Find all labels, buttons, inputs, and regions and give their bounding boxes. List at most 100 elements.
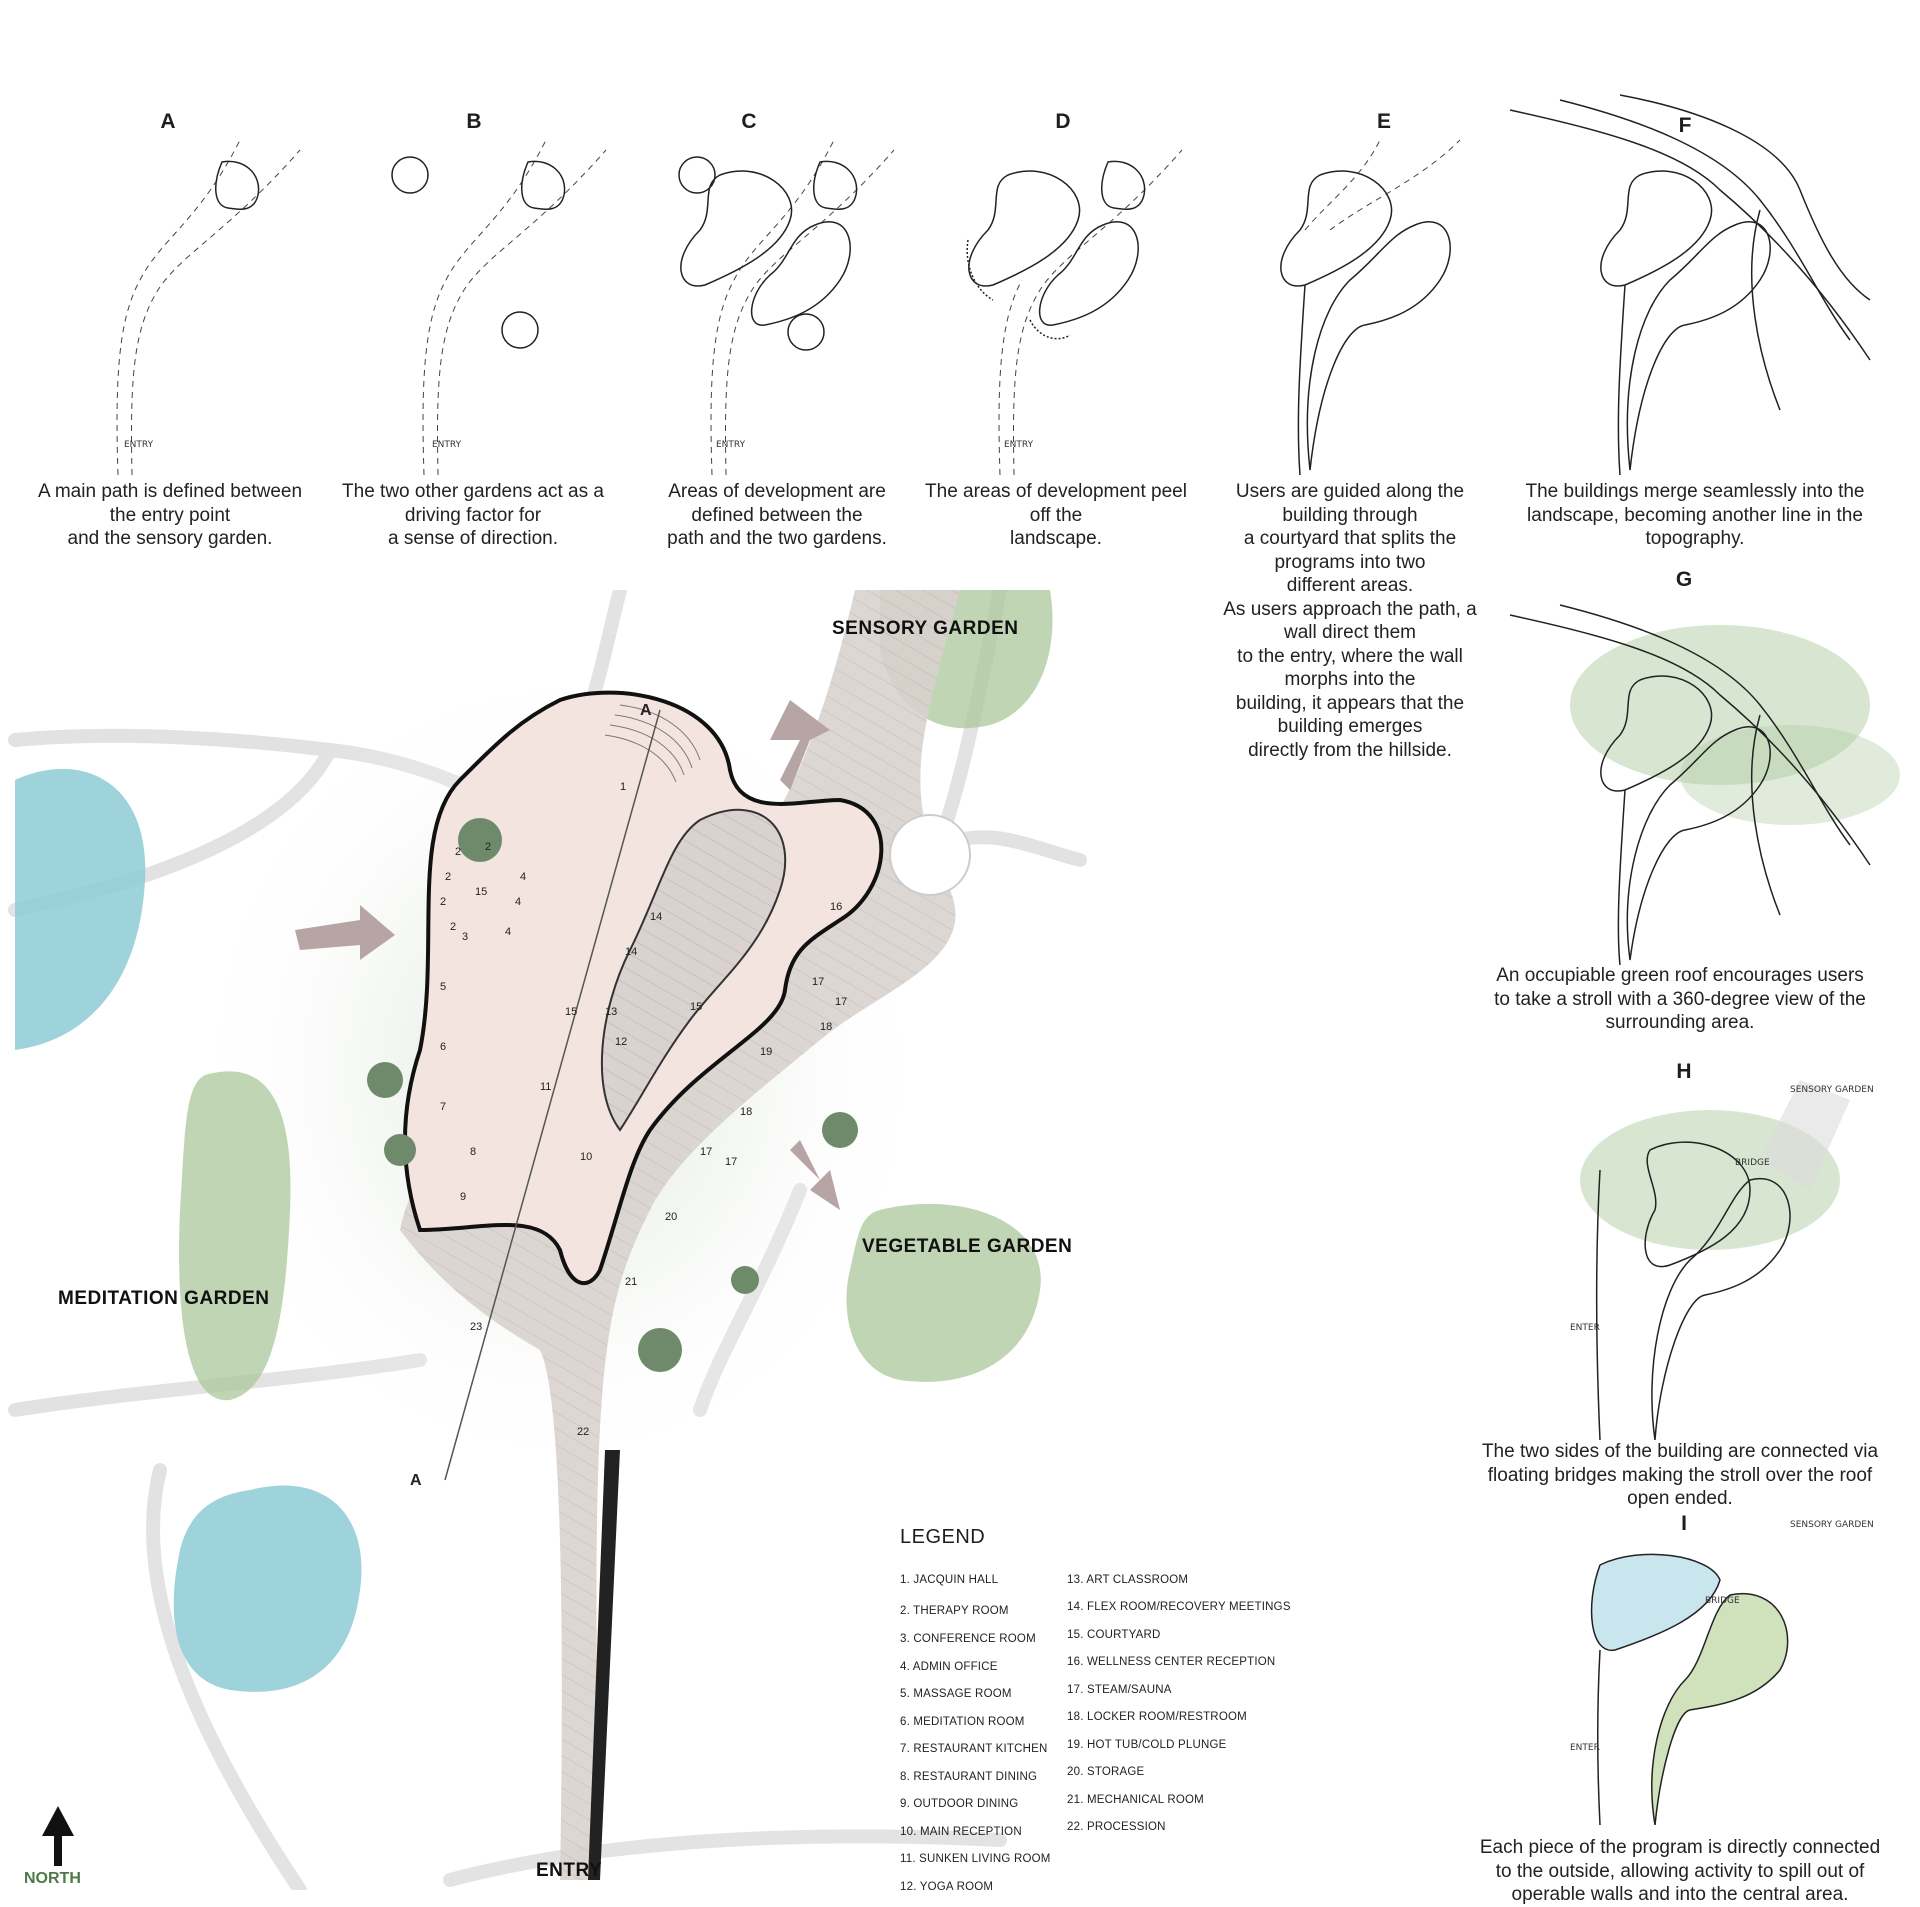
pond-west bbox=[15, 768, 146, 1050]
diagram-letter-f: F bbox=[1678, 114, 1692, 137]
diagram-caption-i: Each piece of the program is directly co… bbox=[1479, 1837, 1881, 1905]
diagram-letter-g: G bbox=[1675, 568, 1693, 591]
legend-item: 2. THERAPY ROOM bbox=[900, 1605, 1009, 1617]
sketch-d: ENTRY bbox=[966, 149, 1183, 476]
north-arrow-icon bbox=[42, 1806, 74, 1866]
legend-item: 15. COURTYARD bbox=[1067, 1629, 1161, 1641]
legend-item: 18. LOCKER ROOM/RESTROOM bbox=[1067, 1711, 1247, 1723]
legend-item: 13. ART CLASSROOM bbox=[1067, 1574, 1189, 1586]
diagram-caption-h: The two sides of the building are connec… bbox=[1481, 1441, 1879, 1509]
sketch-e bbox=[1280, 139, 1461, 476]
room-number: 4 bbox=[505, 926, 511, 938]
room-number: 15 bbox=[475, 886, 487, 898]
room-number: 7 bbox=[440, 1101, 446, 1113]
room-number: 19 bbox=[760, 1046, 772, 1058]
legend-item: 7. RESTAURANT KITCHEN bbox=[900, 1743, 1048, 1755]
roundabout bbox=[889, 814, 971, 896]
diagram-letter-h: H bbox=[1676, 1060, 1692, 1083]
diagram-caption-g: An occupiable green roof encourages user… bbox=[1494, 965, 1866, 1033]
trees bbox=[367, 818, 858, 1372]
room-number: 16 bbox=[830, 901, 842, 913]
diagram-caption-c: Areas of development are defined between… bbox=[667, 481, 887, 549]
room-number: 10 bbox=[580, 1151, 592, 1163]
room-number: 22 bbox=[577, 1426, 589, 1438]
room-number: 3 bbox=[462, 931, 468, 943]
diagram-letter-i: I bbox=[1681, 1512, 1687, 1535]
legend-item: 8. RESTAURANT DINING bbox=[900, 1771, 1038, 1783]
room-number: 4 bbox=[520, 871, 526, 883]
room-number: 9 bbox=[460, 1191, 466, 1203]
direction-arrows bbox=[295, 700, 840, 1210]
sketch-f bbox=[1509, 94, 1871, 476]
label-sensory-garden: SENSORY GARDEN bbox=[832, 618, 1019, 639]
legend-item: 21. MECHANICAL ROOM bbox=[1067, 1794, 1204, 1806]
diagram-caption-a: A main path is defined between the entry… bbox=[37, 481, 303, 549]
room-number: 12 bbox=[615, 1036, 627, 1048]
room-number: 23 bbox=[470, 1321, 482, 1333]
room-number: 17 bbox=[700, 1146, 712, 1158]
legend-item: 17. STEAM/SAUNA bbox=[1067, 1684, 1172, 1696]
concept-sketches-row: ENTRY ENTRY ENTRY ENTRY bbox=[116, 94, 1871, 476]
room-number: 15 bbox=[565, 1006, 577, 1018]
legend-item: 1. JACQUIN HALL bbox=[900, 1574, 999, 1586]
diagram-letter-a: A bbox=[160, 110, 176, 133]
diagram-caption-b: The two other gardens act as a driving f… bbox=[342, 481, 604, 549]
room-number: 14 bbox=[650, 911, 662, 923]
sketch-sensory-garden-label: SENSORY GARDEN bbox=[1790, 1520, 1874, 1530]
room-number: 21 bbox=[625, 1276, 637, 1288]
pond-south bbox=[173, 1485, 362, 1692]
section-line bbox=[444, 709, 661, 1481]
sketch-c: ENTRY bbox=[678, 139, 895, 476]
label-meditation-garden: MEDITATION GARDEN bbox=[58, 1288, 270, 1309]
room-number: 15 bbox=[690, 1001, 702, 1013]
legend-item: 10. MAIN RECEPTION bbox=[900, 1826, 1022, 1838]
diagram-letter-e: E bbox=[1376, 110, 1391, 133]
diagram-caption-f: The buildings merge seamlessly into the … bbox=[1525, 481, 1865, 549]
legend-item: 6. MEDITATION ROOM bbox=[900, 1716, 1025, 1728]
diagram-letter-b: B bbox=[466, 110, 482, 133]
legend-item: 22. PROCESSION bbox=[1067, 1821, 1166, 1833]
room-number: 2 bbox=[445, 871, 451, 883]
sketch-a: ENTRY bbox=[116, 139, 301, 476]
sketch-enter-label: ENTER bbox=[1570, 1323, 1600, 1333]
legend-item: 14. FLEX ROOM/RECOVERY MEETINGS bbox=[1067, 1601, 1291, 1613]
room-number: 2 bbox=[485, 841, 491, 853]
jacquin-hall-seating bbox=[604, 704, 701, 783]
sketch-enter-label: ENTER bbox=[1570, 1743, 1600, 1753]
sketch-i: SENSORY GARDEN ENTER BRIDGE bbox=[1570, 1520, 1874, 1825]
room-number: 17 bbox=[835, 996, 847, 1008]
section-marker-north: A bbox=[640, 702, 652, 719]
legend-item: 5. MASSAGE ROOM bbox=[900, 1688, 1012, 1700]
diagram-letter-c: C bbox=[741, 110, 757, 133]
sketch-sensory-garden-label: SENSORY GARDEN bbox=[1790, 1085, 1874, 1095]
room-number: 4 bbox=[515, 896, 521, 908]
sketch-g bbox=[1509, 604, 1900, 965]
vegetable-garden-area bbox=[846, 1203, 1041, 1382]
sketch-entry-label: ENTRY bbox=[1004, 440, 1034, 450]
meditation-garden-area bbox=[179, 1071, 291, 1401]
label-entry: ENTRY bbox=[536, 1860, 603, 1881]
section-marker-south: A bbox=[410, 1472, 422, 1489]
room-number: 14 bbox=[625, 946, 637, 958]
sketch-entry-label: ENTRY bbox=[432, 440, 462, 450]
room-number: 2 bbox=[455, 846, 461, 858]
sketch-b: ENTRY bbox=[391, 139, 607, 476]
sketch-bridge-label: BRIDGE bbox=[1705, 1596, 1740, 1606]
room-number: 18 bbox=[740, 1106, 752, 1118]
legend-item: 16. WELLNESS CENTER RECEPTION bbox=[1067, 1656, 1276, 1668]
room-number: 2 bbox=[440, 896, 446, 908]
room-number: 6 bbox=[440, 1041, 446, 1053]
room-number: 13 bbox=[605, 1006, 617, 1018]
legend-item: 19. HOT TUB/COLD PLUNGE bbox=[1067, 1739, 1227, 1751]
room-number: 20 bbox=[665, 1211, 677, 1223]
legend-item: 4. ADMIN OFFICE bbox=[900, 1661, 998, 1673]
entry-wall bbox=[588, 1450, 620, 1880]
legend-title: LEGEND bbox=[900, 1526, 986, 1548]
room-number: 18 bbox=[820, 1021, 832, 1033]
courtyard bbox=[600, 808, 787, 1132]
legend-item: 9. OUTDOOR DINING bbox=[900, 1798, 1019, 1810]
legend-item: 3. CONFERENCE ROOM bbox=[900, 1633, 1036, 1645]
legend-item: 20. STORAGE bbox=[1067, 1766, 1145, 1778]
sketch-bridge-label: BRIDGE bbox=[1735, 1158, 1770, 1168]
legend-item: 11. SUNKEN LIVING ROOM bbox=[900, 1853, 1051, 1865]
